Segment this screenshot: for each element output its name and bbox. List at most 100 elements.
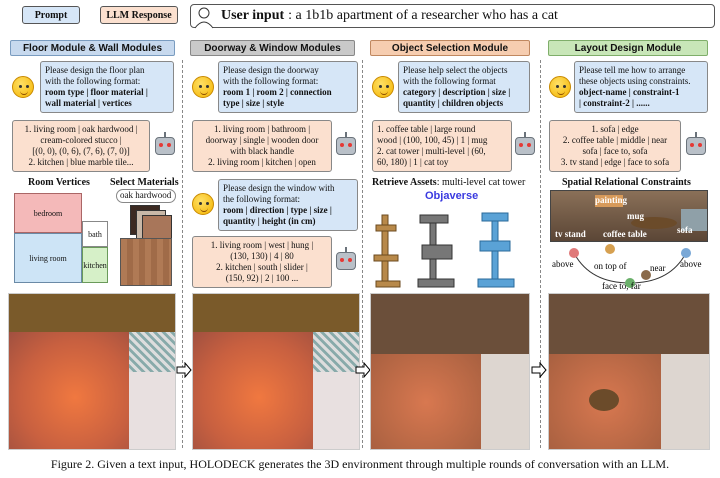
coffee-table-object [589,389,619,411]
response-line: (130, 130) | 4 | 80 [230,251,294,261]
floor-plan-prompt: Please design the floor plan with the fo… [40,61,174,113]
spatial-constraints-title: Spatial Relational Constraints [562,177,691,188]
module-header-doorway-window: Doorway & Window Modules [190,40,355,56]
living-room-floor [9,332,129,449]
module-header-layout-design: Layout Design Module [548,40,708,56]
user-face-icon [192,76,214,98]
prompt-line: Please design the window with [223,183,335,193]
kitchen-floor [129,372,175,449]
cat-tower-asset [373,214,401,288]
robot-icon [336,132,356,155]
prompt-line: object-name | constraint-1 [579,87,680,97]
wall-top [193,294,359,332]
sofa-object [681,209,707,231]
room-kitchen: kitchen [82,247,108,283]
module-title: Doorway & Window Modules [204,42,341,54]
living-room-floor [371,354,481,449]
bath-floor [129,332,175,372]
arrow-right-icon [176,362,192,378]
object-selection-response: 1. coffee table | large round wood | (10… [372,120,512,172]
robot-icon [515,132,535,155]
prompt-line: room | direction | type | size | [223,205,332,215]
response-line: 1. coffee table | large round [377,124,476,134]
oak-hardwood-texture [120,238,172,286]
objaverse-logo: Objaverse [425,190,479,202]
response-line: (150, 92) | 2 | 100 ... [225,273,299,283]
legend-prompt: Prompt [22,6,80,24]
retrieve-title: Retrieve Assets [372,177,437,188]
prompt-line: quantity | height (in cm) [223,216,316,226]
cat-tower-assets [373,212,515,288]
prompt-line: room 1 | room 2 | connection [223,87,332,97]
photo-label-mug: mug [627,211,645,221]
module-header-object-selection: Object Selection Module [370,40,530,56]
room-label: kitchen [83,260,107,270]
user-face-icon [12,76,34,98]
user-input-label: User input [221,8,285,23]
bedroom-area [549,294,709,354]
room-living: living room [14,233,82,283]
kitchen-floor [661,354,709,449]
response-line: 1. living room | west | hung | [210,240,314,250]
material-label: oak hardwood [120,190,172,200]
response-line: cream-colored stucco | [40,135,122,145]
cat-tower-asset [417,214,455,288]
graph-label-above: above [552,259,574,269]
response-line: wood | (100, 100, 45) | 1 | mug [377,135,488,145]
response-line: sofa | face to, sofa [582,146,648,156]
photo-label-painting: painting [595,195,628,205]
painting-object [595,195,623,207]
response-line: 2. living room | kitchen | open [208,157,316,167]
doorway-prompt: Please design the doorway with the follo… [218,61,358,113]
column-divider [182,60,183,448]
arrow-right-icon [355,362,371,378]
prompt-line: Please tell me how to arrange [579,65,686,75]
bedroom-area [371,294,529,354]
coffee-table-object [631,217,677,229]
response-line: 1. living room | oak hardwood | [24,124,138,134]
column-divider [540,60,541,448]
retrieve-assets-line: Retrieve Assets: multi-level cat tower [372,177,525,188]
legend-llm-label: LLM Response [106,9,172,21]
prompt-line: type | size | style [223,98,284,108]
response-line: 2. cat tower | multi-level | (60, [377,146,486,156]
wall-top [9,294,175,332]
retrieve-text: : multi-level cat tower [436,177,526,188]
living-room-floor [193,332,313,449]
prompt-line: quantity | children objects [403,98,504,108]
prompt-line: | constraint-2 | ...... [579,98,650,108]
response-line: 3. tv stand | edge | face to sofa [560,157,670,167]
robot-icon [686,132,706,155]
scene-photo: painting mug tv stand coffee table sofa [550,190,708,242]
select-materials-title: Select Materials [110,177,179,188]
response-line: [(0, 0), (0, 6), (7, 6), (7, 0)] [32,146,130,156]
graph-label-above: above [680,259,702,269]
room-bedroom: bedroom [14,193,82,233]
legend-llm-response: LLM Response [100,6,178,24]
window-prompt: Please design the window with the follow… [218,179,358,231]
figure-caption: Figure 2. Given a text input, HOLODECK g… [50,457,670,471]
response-line: 1. sofa | edge [591,124,639,134]
prompt-line: Please help select the objects [403,65,508,75]
response-line: 2. coffee table | middle | near [562,135,668,145]
photo-label-coffee-table: coffee table [603,229,647,239]
prompt-line: Please design the doorway [223,65,319,75]
response-line: doorway | single | wooden door [205,135,319,145]
prompt-line: with the following format [403,76,496,86]
prompt-line: these objects using constraints. [579,76,691,86]
response-line: 1. living room | bathroom | [213,124,311,134]
robot-icon [155,132,175,155]
module-title: Floor Module & Wall Modules [22,42,163,54]
legend-prompt-label: Prompt [34,9,68,21]
object-selection-prompt: Please help select the objects with the … [398,61,530,113]
prompt-line: with the following format: [223,76,319,86]
kitchen-floor [313,372,359,449]
robot-icon [336,247,356,270]
layout-response: 1. sofa | edge 2. coffee table | middle … [549,120,681,172]
layout-prompt: Please tell me how to arrange these obje… [574,61,708,113]
room-bath: bath [82,221,108,247]
room-label: bath [88,229,102,239]
module-title: Layout Design Module [574,42,682,54]
user-input-text: : a 1b1b apartment of a researcher who h… [288,8,558,23]
graph-label-on-top-of: on top of [594,261,627,271]
